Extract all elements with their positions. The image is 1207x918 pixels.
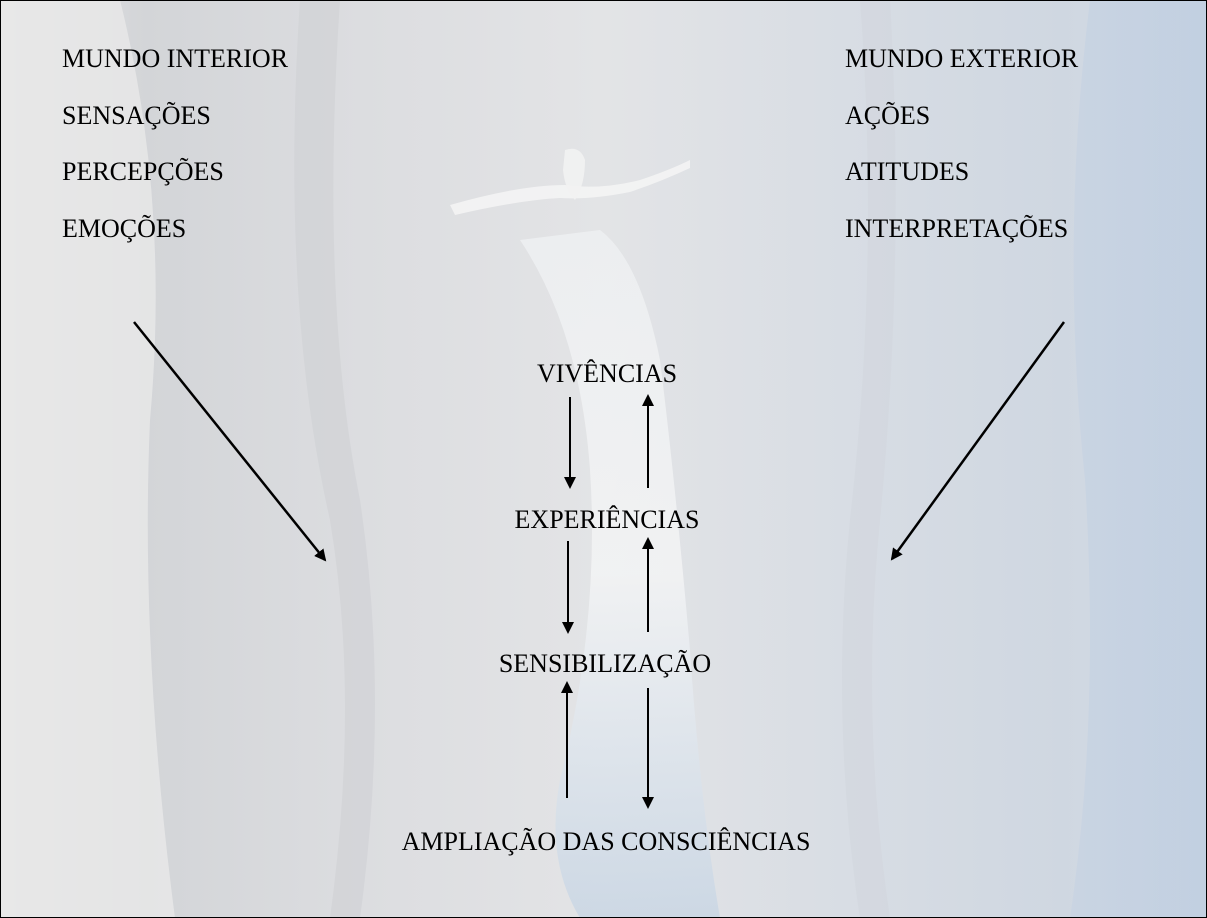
left-item-percepcoes: PERCEPÇÕES (62, 157, 224, 186)
arrow-mundo-interior-to-center (133, 321, 327, 562)
stage-experiencias: EXPERIÊNCIAS (514, 505, 700, 534)
stage-vivencias: VIVÊNCIAS (536, 359, 678, 388)
stage-sensibilizacao: SENSIBILIZAÇÃO (498, 649, 712, 678)
left-column-title: MUNDO INTERIOR (62, 44, 289, 73)
arrow-mundo-exterior-to-center (890, 321, 1066, 561)
right-item-atitudes: ATITUDES (845, 157, 970, 186)
stage-ampliacao-das-consciencias: AMPLIAÇÃO DAS CONSCIÊNCIAS (401, 827, 811, 856)
right-column-title: MUNDO EXTERIOR (845, 44, 1079, 73)
right-item-interpretacoes: INTERPRETAÇÕES (845, 214, 1069, 243)
left-item-sensacoes: SENSAÇÕES (62, 101, 211, 130)
left-item-emocoes: EMOÇÕES (62, 214, 187, 243)
right-item-acoes: AÇÕES (845, 101, 931, 130)
